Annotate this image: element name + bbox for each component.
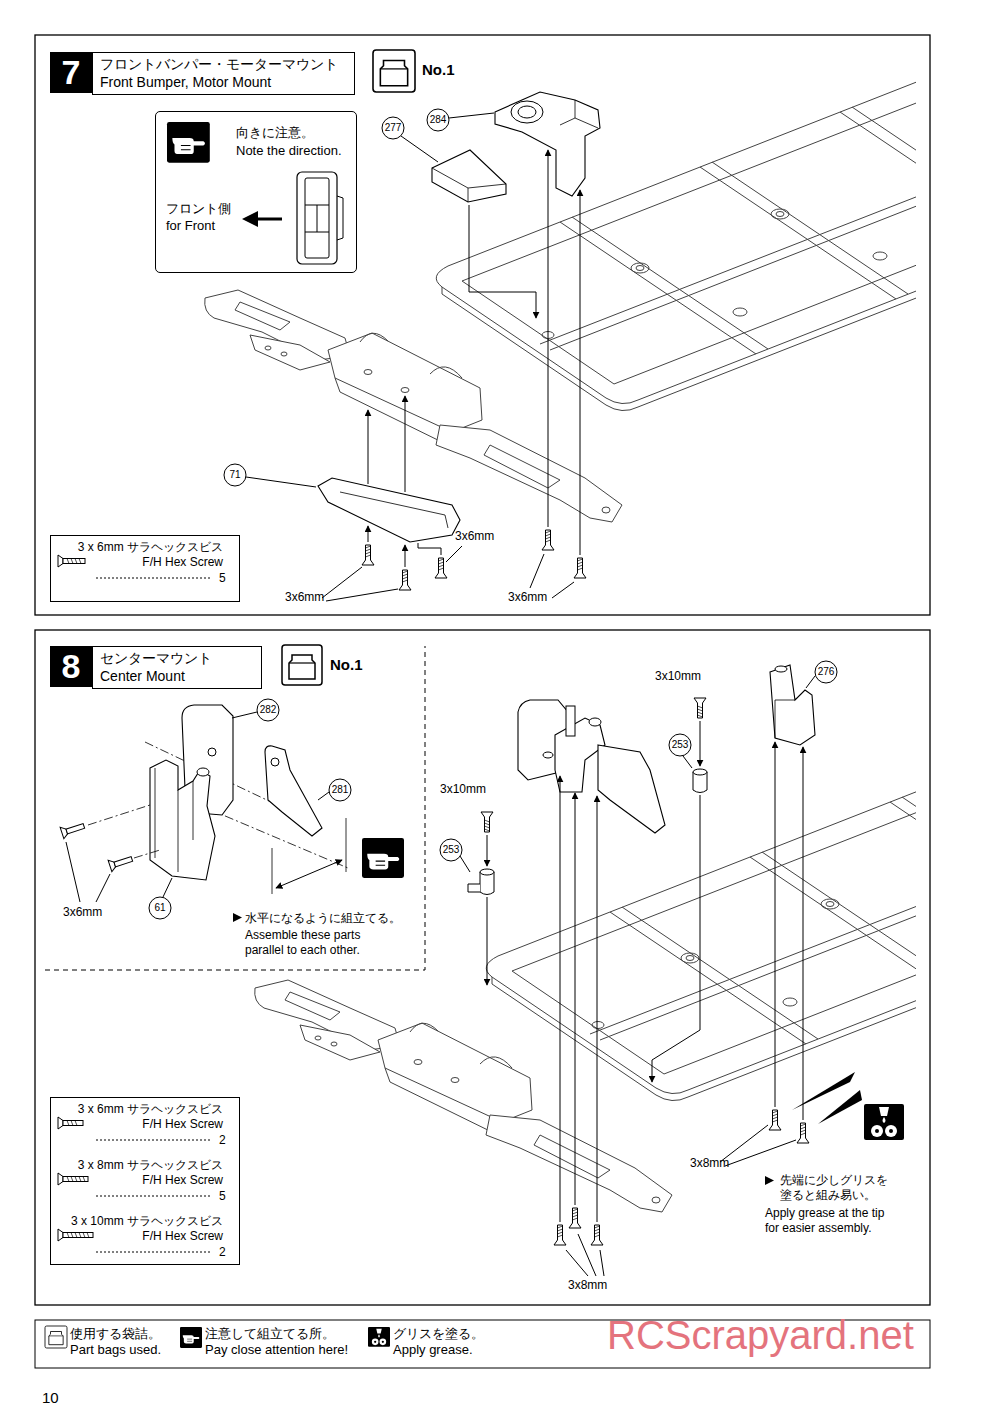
screw-count: 2 [219, 1245, 226, 1260]
screw-count: 5 [219, 571, 226, 586]
callout-number: 61 [146, 900, 174, 916]
callout-number: 71 [221, 467, 249, 483]
callout-number: 253 [437, 842, 465, 858]
screw-size: 3x6mm [63, 905, 102, 920]
bag-number: No.1 [422, 60, 455, 79]
step-title-box: センターマウントCenter Mount [92, 646, 262, 689]
callout-number: 281 [326, 782, 354, 798]
screw-size: 3x6mm [508, 590, 547, 605]
note-text: 向きに注意。 [236, 124, 314, 141]
callout-number: 284 [424, 112, 452, 128]
screw-count: 5 [219, 1189, 226, 1204]
screw-size: 3x10mm [655, 669, 701, 684]
step-number: 7 [50, 52, 92, 93]
screw-size: 3x8mm [690, 1156, 729, 1171]
screw-spec: 3 x 8mm サラヘックスビス F/H Hex Screw [76, 1158, 223, 1188]
screw-size: 3x6mm [455, 529, 494, 544]
watermark: RCScrapyard.net [607, 1310, 914, 1360]
step-number-box: 8 [50, 646, 92, 687]
screw-table: 3 x 6mm サラヘックスビス F/H Hex Screw23 x 8mm サ… [50, 1097, 240, 1265]
step-number-box: 7 [50, 52, 92, 93]
page-number: 10 [42, 1388, 59, 1407]
bag-number: No.1 [330, 655, 363, 674]
callout-number: 253 [666, 737, 694, 753]
step-title: フロントバンパー・モーターマウント [100, 56, 338, 73]
screw-size: 3x10mm [440, 782, 486, 797]
screw-spec: 3 x 10mm サラヘックスビス F/H Hex Screw [70, 1214, 223, 1244]
step-number: 8 [50, 646, 92, 687]
caution-note-box: 向きに注意。Note the direction. フロント側 for Front [155, 111, 357, 273]
grease-note: 先端に少しグリスを 塗ると組み易い。 [780, 1173, 789, 1203]
step-title-box: フロントバンパー・モーターマウントFront Bumper, Motor Mou… [92, 52, 355, 95]
assembly-note: Assemble these parts parallel to each ot… [245, 928, 362, 958]
screw-size: 3x6mm [285, 590, 324, 605]
screw-size: 3x8mm [568, 1278, 607, 1293]
callout-number: 276 [812, 664, 840, 680]
note-text: フロント側 for Front [166, 200, 217, 234]
grease-note: Apply grease at the tip for easier assem… [765, 1206, 886, 1236]
legend-text: グリスを塗る。 Apply grease. [393, 1326, 474, 1358]
screw-count: 2 [219, 1133, 226, 1148]
note-text: Note the direction. [236, 142, 342, 159]
screw-spec: 3 x 6mm サラヘックスビス F/H Hex Screw [76, 540, 223, 570]
callout-number: 282 [254, 702, 282, 718]
step-title: Center Mount [100, 668, 185, 685]
legend-text: 使用する袋詰。 Part bags used. [70, 1326, 163, 1358]
step-title: センターマウント [100, 650, 212, 667]
assembly-note: 水平になるように組立てる。 [245, 911, 401, 926]
legend-text: 注意して組立てる所。 Pay close attention here! [205, 1326, 350, 1358]
screw-table: 3 x 6mm サラヘックスビス F/H Hex Screw5 [50, 535, 240, 602]
screw-spec: 3 x 6mm サラヘックスビス F/H Hex Screw [76, 1102, 223, 1132]
step-title: Front Bumper, Motor Mount [100, 74, 271, 91]
callout-number: 277 [379, 120, 407, 136]
